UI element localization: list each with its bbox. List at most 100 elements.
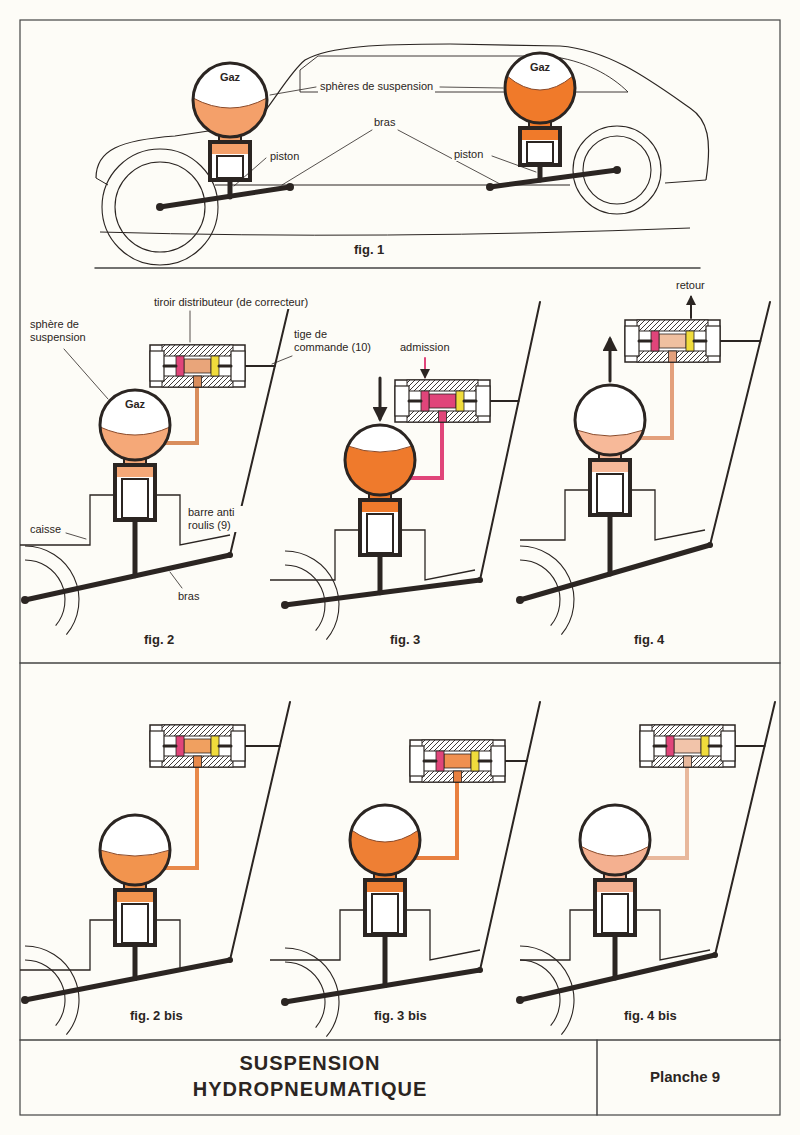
pivot [21,596,29,604]
leader-line [398,130,500,184]
distributor-hatch [422,771,493,782]
distributor-hatch [637,351,708,362]
distributor-hatch [652,756,723,767]
piston [527,142,553,163]
control-lever [480,302,540,580]
distributor-port [684,756,692,767]
pivot [227,552,233,558]
sphere-shell [350,805,420,875]
admission-arrow [424,358,426,377]
gas-sphere: Gaz [98,388,172,462]
pivot [21,996,29,1004]
pivot [486,183,494,191]
control-rod [505,760,527,762]
spool-shaft [654,745,666,748]
cylinder [210,142,250,180]
gas-label: Gaz [191,71,269,84]
part-label: bras [372,116,397,129]
control-rod [490,400,519,402]
piston [597,474,623,513]
gas-label: Gaz [503,61,577,74]
spool-shaft [409,400,421,403]
distributor-hatch [652,725,723,736]
car-underline [100,228,690,235]
spool-shaft [164,745,176,748]
figure-panel [270,302,540,640]
figure-panel [270,702,540,1037]
cylinder [360,500,400,555]
leader-line [270,87,316,95]
force-arrow [609,339,612,381]
plate-number: Planche 9 [648,1068,722,1086]
suspension-arm [25,960,230,1000]
leader-line [272,356,292,364]
pivot [227,957,233,963]
control-rod [735,745,765,747]
body-bracket [270,910,363,960]
distributor-hatch [162,756,233,767]
distributor-body [150,345,245,387]
body-bracket [20,920,113,970]
distributor-body [150,725,245,767]
control-lever [230,702,290,960]
body-bracket [520,490,588,540]
sphere-liquid [576,430,643,455]
distributor-fluid [429,394,456,408]
distributor-cap [231,731,245,761]
wheel-arc [285,565,325,631]
distributor-cap [640,731,654,761]
sphere-shell [100,815,170,885]
piston-rod [608,515,613,574]
part-label: bras [176,590,201,603]
distributor-cap [150,731,164,761]
cylinder [590,460,630,515]
car-outline [96,44,709,180]
part-label: piston [452,148,485,161]
spool-shaft [164,365,176,368]
pivot [286,183,294,191]
pivot [477,967,483,973]
body-bracket [270,530,358,580]
car-sill [96,178,706,185]
distributor-fluid [184,739,211,753]
wheel-arc [285,551,339,640]
page-frame [20,20,780,1115]
footer-line [20,1039,780,1041]
gas-sphere: Gaz [503,51,577,125]
cylinder-fluid [117,467,153,477]
part-label: sphères de suspension [318,80,435,93]
figure-number: fig. 4 bis [622,1008,679,1023]
distributor-body [395,380,490,422]
spool-shaft [424,760,436,763]
distributor-cap [721,731,735,761]
leader-line [170,572,182,588]
figure-panel [516,702,775,1035]
piston-rod [228,180,233,197]
sphere-liquid [345,446,415,495]
wheel [102,149,218,265]
sphere-gas [580,805,650,875]
spool-shaft [464,400,476,403]
distributor-hatch [407,380,478,391]
control-rod [245,365,275,367]
flow-label: admission [398,341,452,354]
part-label: tige de commande (10) [292,328,376,354]
cylinder [365,880,405,935]
cylinder-fluid [212,144,248,154]
car-window [300,56,628,92]
sphere-liquid [100,427,170,460]
distributor-body [625,320,720,362]
body-bracket [20,495,113,545]
part-label: caisse [28,523,63,536]
piston-rod [383,935,388,986]
distributor-hatch [162,376,233,387]
control-lever [715,702,775,955]
plate-title: SUSPENSION HYDROPNEUMATIQUE [160,1050,460,1102]
distributor-hatch [162,725,233,736]
spool-shaft [219,365,231,368]
cylinder-fluid [367,882,403,892]
leader-line [234,158,266,186]
cylinder [595,880,635,935]
distributor-hatch [162,345,233,356]
